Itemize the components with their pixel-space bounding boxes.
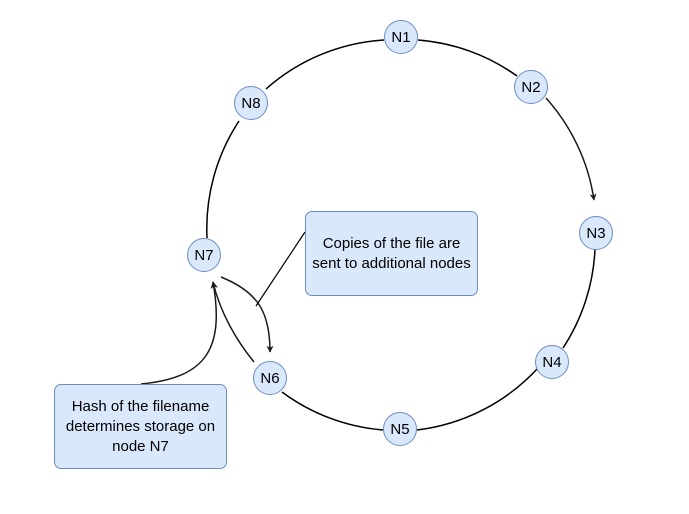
- node-n2: N2: [514, 70, 548, 104]
- node-n4-label: N4: [542, 353, 562, 371]
- node-n5-label: N5: [390, 420, 410, 438]
- node-n3: N3: [579, 216, 613, 250]
- node-n7-label: N7: [194, 246, 214, 264]
- node-n2-label: N2: [521, 78, 541, 96]
- hash-callout-text: Hash of the filename determines storage …: [65, 397, 216, 455]
- ring-arc-n3-n4: [562, 248, 596, 349]
- node-n6-label: N6: [260, 369, 280, 387]
- node-n6: N6: [253, 361, 287, 395]
- ring-arc-n1-n2: [417, 39, 518, 77]
- arrow-n6-to-n7: [211, 281, 255, 363]
- copies-callout-text: Copies of the file are sent to additiona…: [312, 234, 471, 272]
- ring-arc-n7-n8: [206, 120, 240, 239]
- ring-arc-n2-n3-arrow: [545, 97, 597, 201]
- ring-arc-n5-n6: [281, 391, 384, 431]
- node-n8-label: N8: [241, 94, 261, 112]
- node-n1-label: N1: [391, 28, 411, 46]
- node-n5: N5: [383, 412, 417, 446]
- copies-callout-connector: [255, 231, 306, 307]
- node-n8: N8: [234, 86, 268, 120]
- ring-arc-n8-n1: [265, 39, 385, 90]
- ring-arc-n4-n5: [416, 367, 539, 431]
- hash-callout-arrow: [140, 281, 218, 385]
- node-n3-label: N3: [586, 224, 606, 242]
- hash-callout: Hash of the filename determines storage …: [54, 384, 227, 469]
- node-n4: N4: [535, 345, 569, 379]
- node-n7: N7: [187, 238, 221, 272]
- node-n1: N1: [384, 20, 418, 54]
- copies-callout: Copies of the file are sent to additiona…: [305, 211, 478, 296]
- arrow-n7-to-n6-copy: [220, 276, 274, 353]
